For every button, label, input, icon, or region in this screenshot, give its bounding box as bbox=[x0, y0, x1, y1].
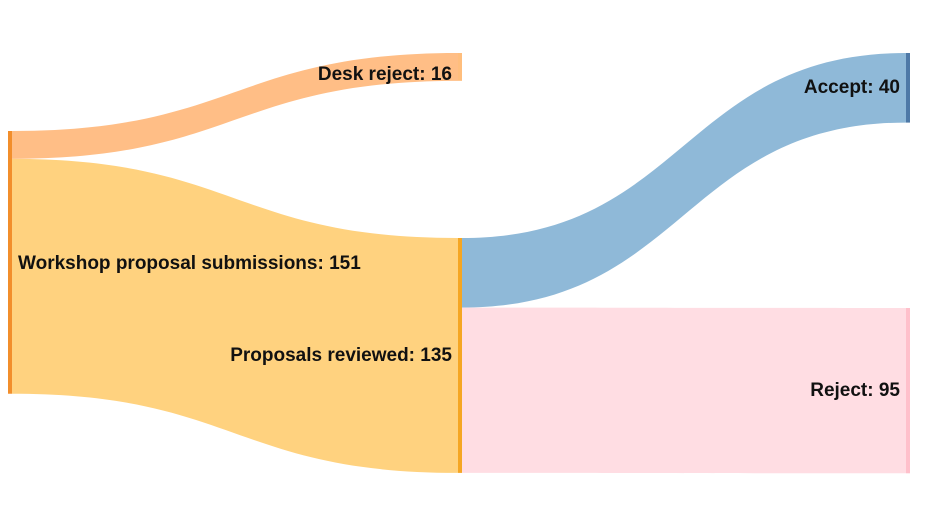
link-submissions-to-reviewed bbox=[12, 158, 458, 473]
sankey-links bbox=[12, 53, 906, 474]
node-reject bbox=[906, 308, 910, 474]
sankey-nodes bbox=[8, 53, 910, 474]
label-reject: Reject: 95 bbox=[810, 380, 900, 401]
node-reviewed bbox=[458, 238, 462, 473]
label-proposals-reviewed: Proposals reviewed: 135 bbox=[230, 345, 452, 366]
label-desk-reject: Desk reject: 16 bbox=[318, 64, 452, 85]
node-accept bbox=[906, 53, 910, 123]
link-reviewed-to-reject bbox=[462, 307, 906, 474]
node-submissions bbox=[8, 131, 12, 394]
label-accept: Accept: 40 bbox=[804, 77, 900, 98]
label-workshop-submissions: Workshop proposal submissions: 151 bbox=[18, 253, 361, 274]
link-submissions-to-desk bbox=[12, 53, 458, 159]
link-reviewed-to-accept bbox=[462, 53, 906, 308]
node-desk bbox=[458, 53, 462, 81]
